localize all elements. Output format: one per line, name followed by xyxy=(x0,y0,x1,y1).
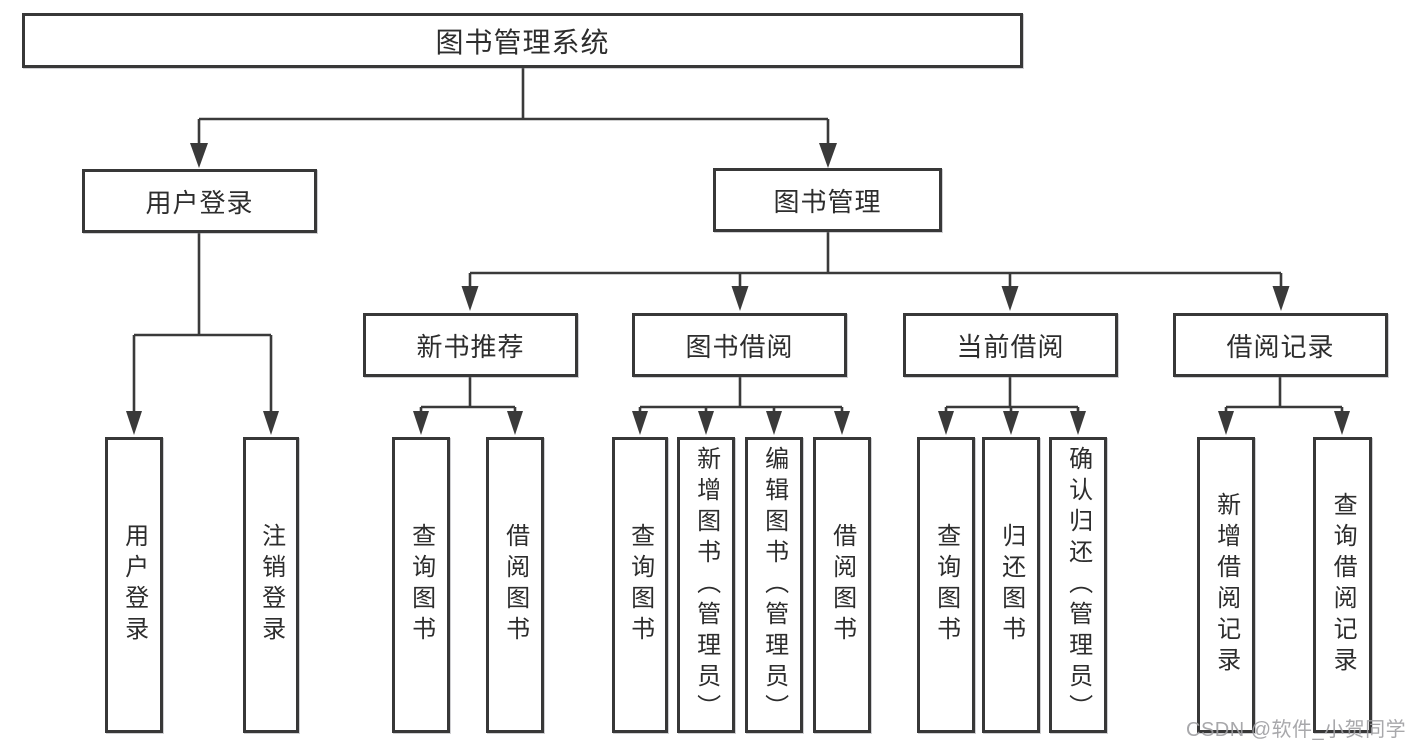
leaf-query-books-borrowing: 查询图书 xyxy=(612,437,668,733)
node-new-book-recommendation: 新书推荐 xyxy=(363,313,578,377)
leaf-query-books-current: 查询图书 xyxy=(917,437,975,733)
leaf-confirm-return-admin: 确认归还（管理员） xyxy=(1049,437,1107,733)
leaf-user-login: 用户登录 xyxy=(105,437,163,733)
leaf-add-borrow-record: 新增借阅记录 xyxy=(1197,437,1255,733)
node-library-management-system: 图书管理系统 xyxy=(22,13,1023,68)
leaf-query-books-recommend: 查询图书 xyxy=(392,437,450,733)
connector-group xyxy=(132,68,1344,418)
leaf-logout: 注销登录 xyxy=(243,437,299,733)
node-book-borrowing: 图书借阅 xyxy=(632,313,847,377)
leaf-query-borrow-record: 查询借阅记录 xyxy=(1313,437,1372,733)
node-current-borrowing: 当前借阅 xyxy=(903,313,1118,377)
arrowheads xyxy=(126,143,1350,435)
node-borrowing-records: 借阅记录 xyxy=(1173,313,1388,377)
leaf-borrow-books-recommend: 借阅图书 xyxy=(486,437,544,733)
node-user-login: 用户登录 xyxy=(82,169,317,233)
leaf-borrow-books-borrowing: 借阅图书 xyxy=(813,437,871,733)
node-book-management: 图书管理 xyxy=(713,168,942,232)
leaf-return-books: 归还图书 xyxy=(982,437,1040,733)
leaf-add-books-admin: 新增图书（管理员） xyxy=(677,437,735,733)
leaf-edit-books-admin: 编辑图书（管理员） xyxy=(745,437,803,733)
watermark-text: CSDN @软件_小贺同学 xyxy=(1186,719,1405,741)
